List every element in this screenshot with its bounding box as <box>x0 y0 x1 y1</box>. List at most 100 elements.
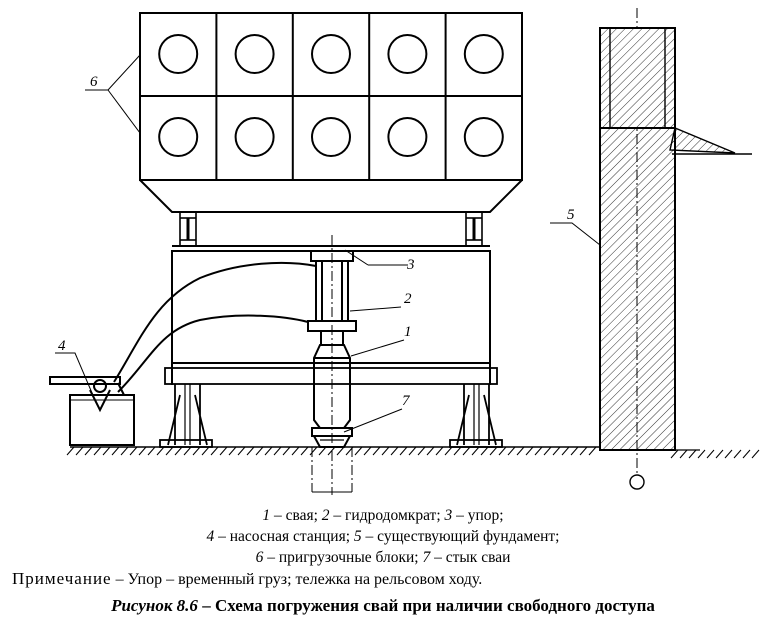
ground-hatch-tick <box>435 446 444 456</box>
ground-hatch-tick <box>733 449 742 459</box>
note-text: – Упор – временный груз; тележка на рель… <box>111 571 483 588</box>
ground-hatch-tick <box>336 446 345 456</box>
ground-hatch-tick <box>715 449 724 459</box>
ground-hatch-tick <box>318 446 327 456</box>
ground-hatch-tick <box>363 446 372 456</box>
block-lifting-hole <box>234 34 275 74</box>
ground-hatch-tick <box>66 446 75 456</box>
ground-hatch-tick <box>390 446 399 456</box>
ground-hatch-tick <box>507 446 516 456</box>
ground-hatch-tick <box>381 446 390 456</box>
block-lifting-hole <box>311 34 351 74</box>
ground-hatch-tick <box>228 446 237 456</box>
ground-hatch-tick <box>246 446 255 456</box>
ground-hatch-tick <box>480 446 489 456</box>
ground-hatch-tick <box>525 446 534 456</box>
ground-hatch-tick <box>417 446 426 456</box>
ground-hatch-tick <box>697 449 706 459</box>
ground-hatch-tick <box>462 446 471 456</box>
ground-hatch-tick <box>426 446 435 456</box>
ground-hatch-tick <box>255 446 264 456</box>
ground-hatch-tick <box>751 449 760 459</box>
ground-hatch-tick <box>588 446 597 456</box>
callout-5: 5 <box>567 207 575 223</box>
ground-hatch-tick <box>129 446 138 456</box>
note: Примечание – Упор – временный груз; теле… <box>12 569 482 589</box>
ground-hatch-tick <box>93 446 102 456</box>
block-lifting-hole <box>463 117 504 157</box>
ground-hatch-tick <box>489 446 498 456</box>
ground-hatch-tick <box>679 449 688 459</box>
legend-text: – пригрузочные блоки; <box>263 549 423 566</box>
ground-hatch-tick <box>309 446 318 456</box>
legend-num: 5 <box>353 528 362 545</box>
ground-hatch-tick <box>724 449 733 459</box>
ground-hatch-tick <box>84 446 93 456</box>
existing-foundation <box>599 27 752 490</box>
legend-line-2: 4 – насосная станция; 5 – существующий ф… <box>0 527 766 547</box>
ground-hatch-tick <box>552 446 561 456</box>
block-lifting-hole <box>311 117 351 157</box>
ground-hatch-tick <box>706 449 715 459</box>
legend-num: 7 <box>422 549 431 566</box>
ground-hatch-tick <box>210 446 219 456</box>
ground-hatch-tick <box>174 446 183 456</box>
legend-text: – стык сваи <box>430 549 511 566</box>
ground-hatch-tick <box>147 446 156 456</box>
ground-hatch-tick <box>138 446 147 456</box>
legend-text: – упор; <box>452 507 504 524</box>
ground-hatch-tick <box>156 446 165 456</box>
note-label: Примечание <box>12 569 112 588</box>
ground-hatch-tick <box>282 446 291 456</box>
block-lifting-hole <box>158 34 199 74</box>
ground-hatch-tick <box>453 446 462 456</box>
ground-hatch-tick <box>471 446 480 456</box>
ground-hatch-tick <box>201 446 210 456</box>
legend-line-3: 6 – пригрузочные блоки; 7 – стык сваи <box>0 548 766 568</box>
legend-text: – свая; <box>270 507 322 524</box>
figure-title: – Схема погружения свай при наличии своб… <box>197 596 655 615</box>
ground-hatch-tick <box>291 446 300 456</box>
block-lifting-hole <box>158 117 199 157</box>
ground-hatch-tick <box>742 449 751 459</box>
ground-hatch-tick <box>102 446 111 456</box>
ground-hatch-tick <box>165 446 174 456</box>
legend-num: 2 <box>321 507 330 524</box>
ground-hatch-tick <box>561 446 570 456</box>
ground-hatch-tick <box>273 446 282 456</box>
callout-6: 6 <box>90 74 98 90</box>
cart-legs <box>159 384 503 448</box>
ground-hatch-tick <box>120 446 129 456</box>
ground-hatch-tick <box>399 446 408 456</box>
legend-text: – существующий фундамент; <box>361 528 560 545</box>
ground-hatch-tick <box>237 446 246 456</box>
legend-num: 3 <box>444 507 453 524</box>
ground-hatch-tick <box>300 446 309 456</box>
ground-hatch-tick <box>570 446 579 456</box>
legend-num: 1 <box>262 507 271 524</box>
ground-hatch-tick <box>354 446 363 456</box>
callout-labels: 6 3 2 1 7 5 4 <box>58 74 575 409</box>
callout-2: 2 <box>404 291 412 307</box>
legend-num: 6 <box>255 549 264 566</box>
callout-1: 1 <box>404 324 412 340</box>
legend-num: 4 <box>206 528 215 545</box>
legend-text: – насосная станция; <box>214 528 354 545</box>
ground-hatch-tick <box>444 446 453 456</box>
ground-hatch-tick <box>498 446 507 456</box>
figure-caption: Рисунок 8.6 – Схема погружения свай при … <box>0 596 766 616</box>
ground-hatch-tick <box>372 446 381 456</box>
ground-hatch-tick <box>192 446 201 456</box>
ground-hatch-tick <box>75 446 84 456</box>
block-lifting-hole <box>463 34 504 74</box>
ground-hatch-tick <box>688 449 697 459</box>
hydraulic-hoses <box>113 261 317 393</box>
callout-7: 7 <box>402 393 411 409</box>
ground-hatch-tick <box>408 446 417 456</box>
callout-3: 3 <box>406 257 415 273</box>
support-beams <box>172 211 490 247</box>
figure-number: Рисунок 8.6 <box>111 596 198 615</box>
ground-hatch-tick <box>579 446 588 456</box>
ground-hatch-tick <box>183 446 192 456</box>
